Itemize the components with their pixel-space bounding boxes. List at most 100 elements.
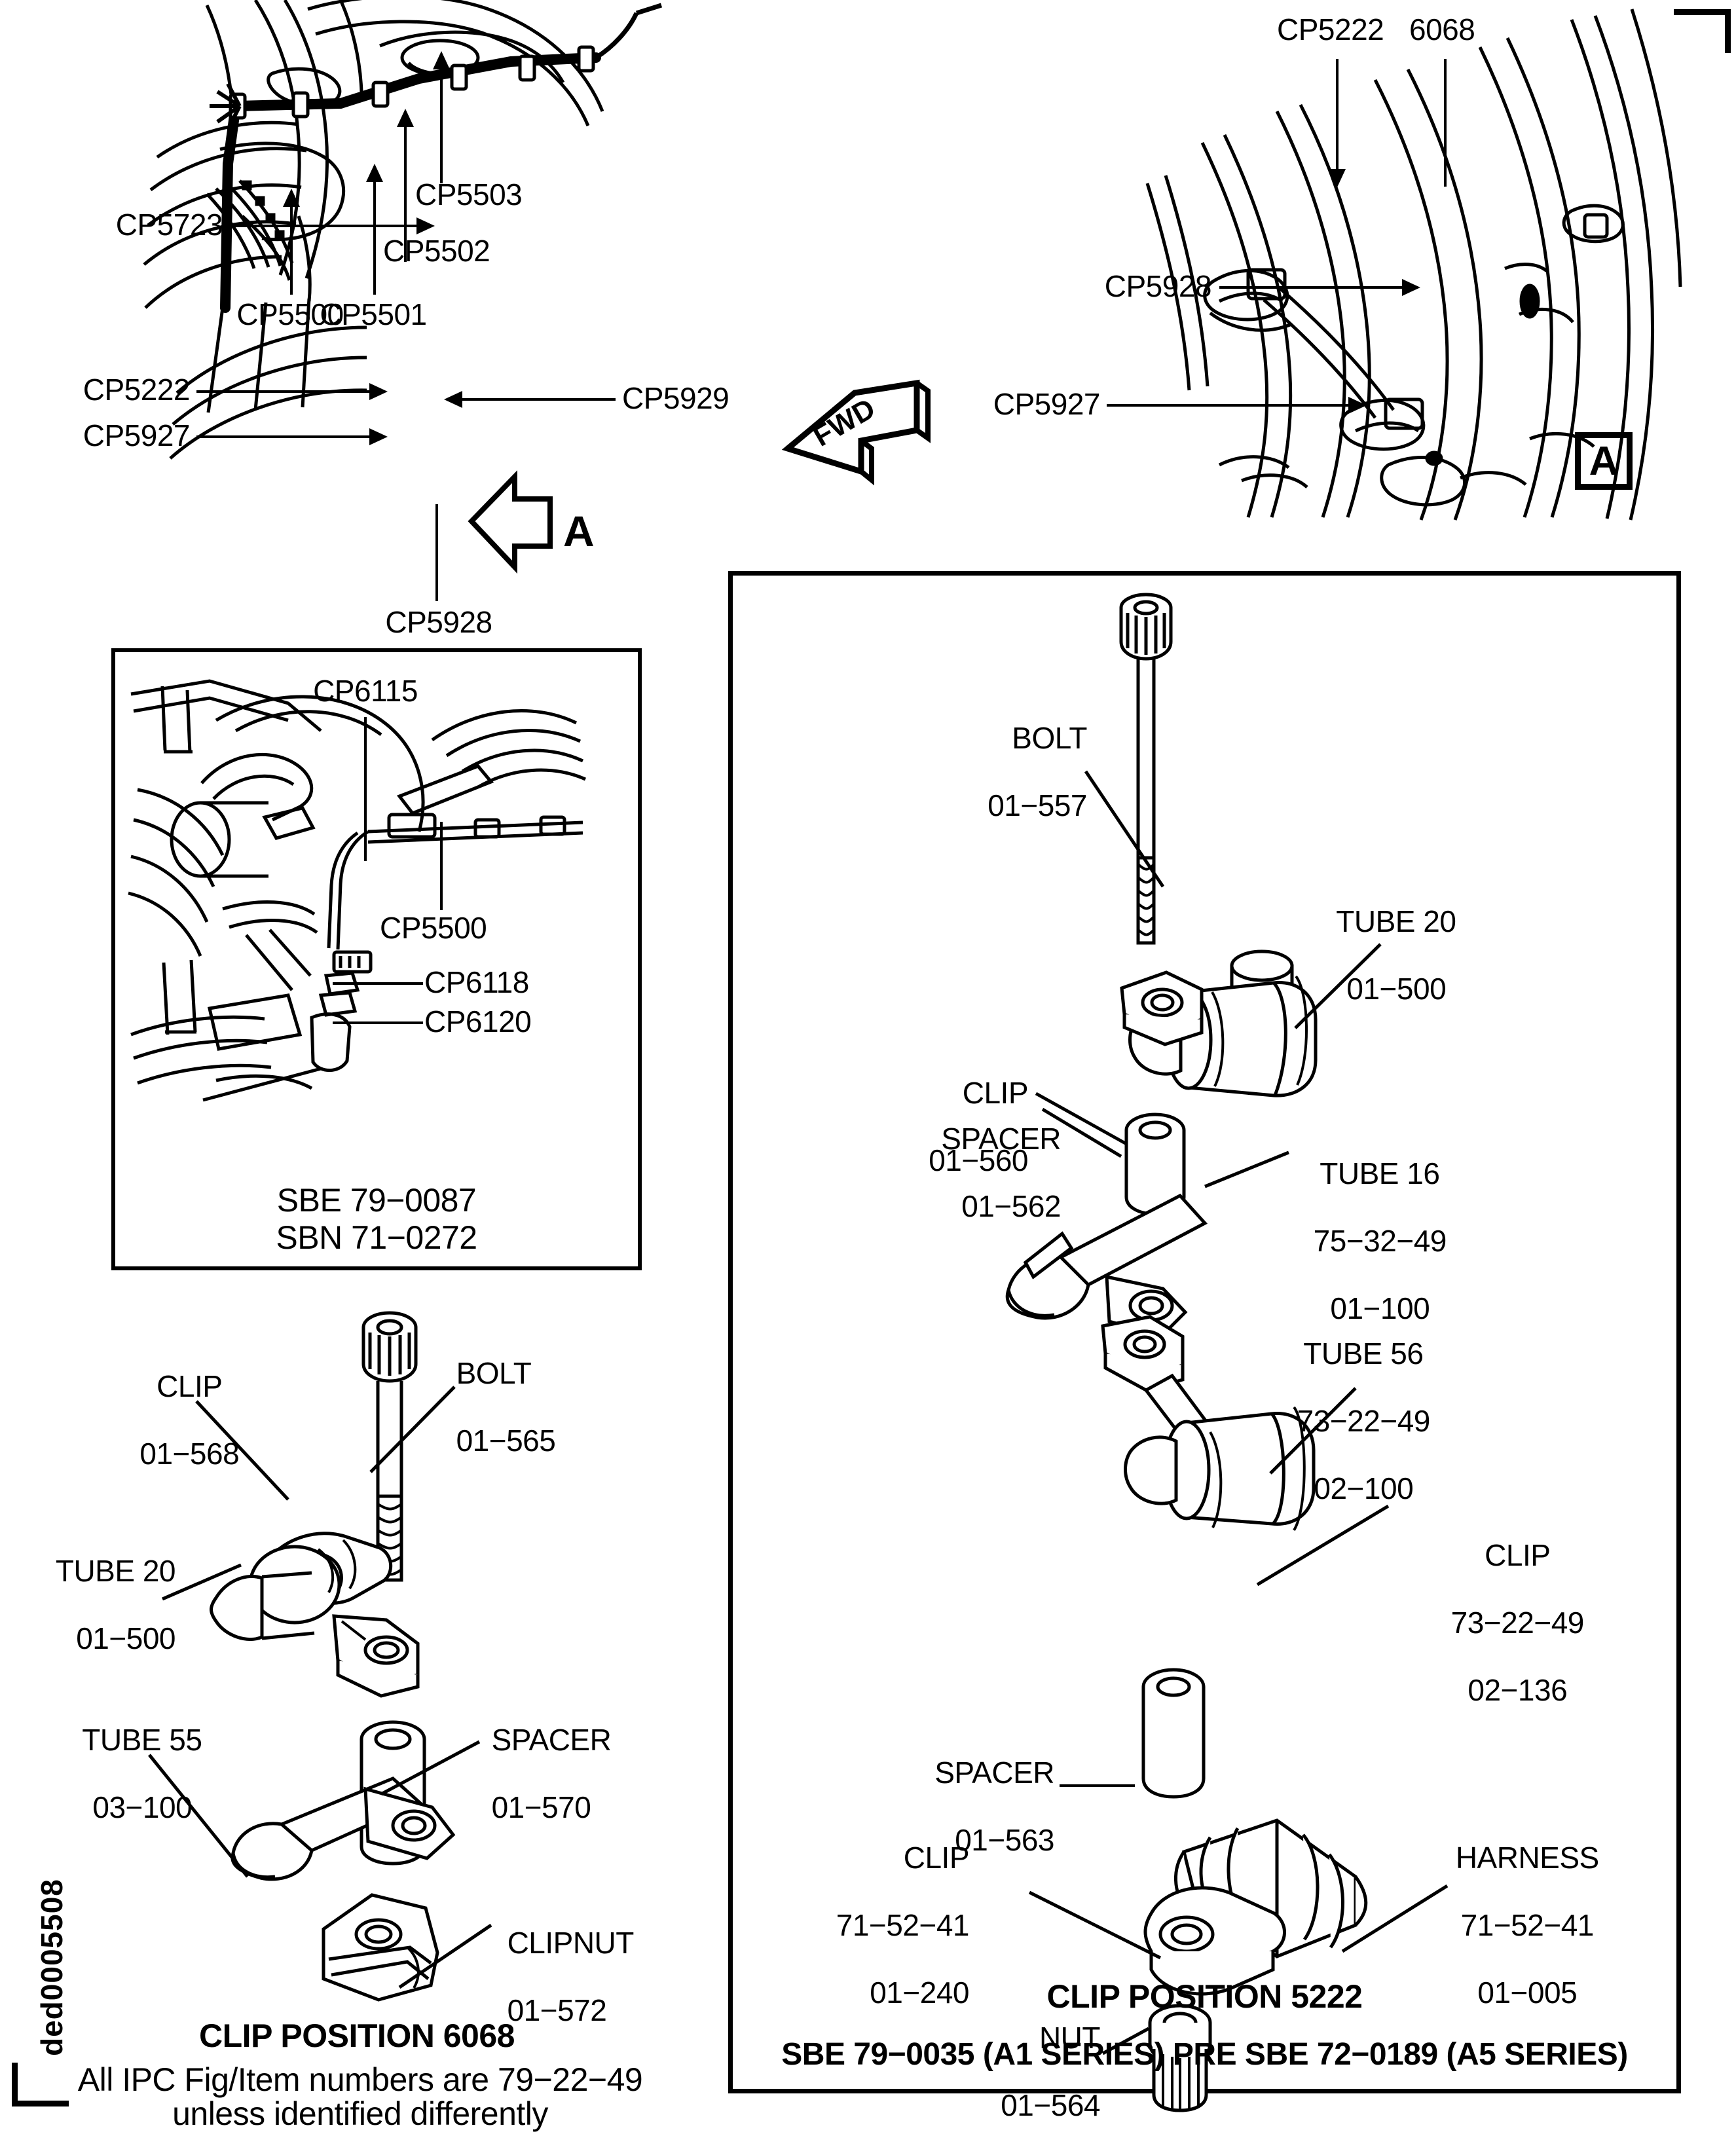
label-line: CLIP [157,1369,223,1403]
label-line: 73−22−49 [1450,1605,1585,1640]
label-line: SPACER [934,1755,1054,1790]
label-tube-55-03-100: TUBE 55 03−100 [39,1689,229,1824]
figure-id-code: ded0005508 [35,1879,69,2056]
label-tube-20-01-500-right: TUBE 20 01−500 [1290,871,1487,1006]
leader-tube-20-left [162,1563,242,1601]
leader-cp5222-left [196,390,373,393]
label-line: 71−52−41 [836,1907,970,1942]
callout-cp5502: CP5502 [383,234,490,268]
leader-cp5500-inset [440,822,443,910]
label-line: 01−240 [870,1975,969,2010]
label-line: 01−572 [507,1993,607,2027]
part-bolt-01-557 [1119,593,1173,945]
leader-clip-01-560 [1035,1092,1129,1147]
leader-harness-01-005 [1341,1884,1449,1953]
label-clip-02-136: CLIP 73−22−49 02−136 [1395,1505,1624,1707]
part-clipnut-01-572 [322,1893,439,2002]
part-clip-01-560-assembly [1120,949,1318,1097]
callout-cp5501: CP5501 [320,297,427,331]
label-bolt-01-557: BOLT 01−557 [910,688,1087,822]
arrow-cp5927-left [369,428,388,445]
fwd-direction-arrow: FWD [781,379,931,486]
arrow-cp5928-right [1402,279,1420,296]
part-tube-16 [1005,1193,1208,1338]
part-clip-01-568-assembly [210,1532,420,1698]
sbe-inset-box [111,648,642,1270]
leader-nut-01-564 [1101,2027,1150,2055]
label-spacer-01-570: SPACER 01−570 [475,1689,612,1824]
exploded-5222-title: CLIP POSITION 5222 [1046,1978,1363,2015]
label-bolt-01-565: BOLT 01−565 [440,1323,556,1458]
label-line: TUBE 20 [1336,904,1456,938]
label-clip-01-240: CLIP 71−52−41 01−240 [773,1807,970,2010]
label-line: 01−570 [491,1790,591,1824]
label-line: 01−005 [1477,1975,1578,2010]
callout-cp5929: CP5929 [622,381,729,415]
leader-clip-01-240 [1028,1890,1162,1960]
label-clip-01-568: CLIP 01−568 [86,1336,276,1471]
detail-arrow-a-left [468,470,553,574]
label-line: TUBE 55 [82,1722,202,1757]
arrow-cp5222-left [369,383,388,400]
leader-cp5928-left [435,504,438,601]
label-line: CLIPNUT [507,1925,635,1960]
callout-cp5503: CP5503 [415,177,523,212]
callout-cp6120: CP6120 [424,1004,532,1039]
label-tube-16: TUBE 16 75−32−49 01−100 [1264,1123,1480,1325]
callout-cp5928-left: CP5928 [385,605,492,639]
label-line: TUBE 20 [55,1553,176,1588]
label-harness-01-005: HARNESS 71−52−41 01−005 [1395,1807,1644,2010]
part-tube-56-assembly [1101,1315,1316,1532]
exploded-6068-title: CLIP POSITION 6068 [199,2017,515,2054]
callout-cp5927-right: CP5927 [993,387,1101,421]
label-line: SPACER [941,1121,1061,1156]
arrow-cp5723 [416,217,435,234]
arrow-cp5500 [283,189,300,207]
label-line: TUBE 56 [1303,1336,1424,1371]
leader-bolt-01-565 [369,1386,456,1473]
exploded-5222-caption: SBE 79−0035 (A1 SERIES) PRE SBE 72−0189 … [781,2037,1628,2072]
detail-marker-a-right: A [1575,432,1633,490]
arrow-cp5927-right [1348,397,1367,414]
callout-cp6115: CP6115 [313,674,418,708]
label-clip-01-560: CLIP 01−560 [851,1042,1028,1177]
right-detail-illustration [1145,9,1682,521]
arrow-cp5501 [366,164,383,182]
leader-cp5501 [373,172,376,295]
label-line: 01−562 [961,1188,1061,1223]
callout-cp5222-right: CP5222 [1277,12,1384,46]
callout-cp5500-inset: CP5500 [380,911,487,945]
label-tube-20-01-500-left: TUBE 20 01−500 [12,1520,176,1655]
label-line: CLIP [1485,1537,1551,1572]
leader-cp5927-left [196,435,373,438]
leader-cp5500 [290,196,293,295]
label-line: 02−100 [1314,1471,1414,1505]
leader-tube-56 [1269,1387,1357,1475]
label-line: 01−565 [456,1423,556,1458]
part-spacer-01-562 [1124,1113,1186,1216]
arrow-cp5222-right [1329,169,1346,187]
label-line: 01−500 [76,1621,175,1655]
leader-cp6120 [333,1021,423,1024]
leader-cp5927-right [1107,404,1352,407]
leader-clip-01-568 [195,1400,289,1501]
label-line: 02−136 [1468,1672,1568,1707]
inset-caption-line1: SBE 79−0087 [276,1182,477,1219]
label-nut-01-564: NUT 01−564 [917,1987,1100,2122]
leader-cp5503 [440,59,443,183]
leader-spacer-01-562 [1041,1107,1122,1158]
leader-cp5502 [404,117,407,262]
label-line: NUT [1039,2020,1101,2055]
general-note-line1: All IPC Fig/Item numbers are 79−22−49 [77,2061,643,2098]
leader-clipnut-01-572 [398,1923,492,1989]
label-line: CLIP [962,1075,1029,1110]
leader-6068 [1444,59,1447,187]
inset-illustration [128,679,587,1102]
leader-cp5222-right [1336,59,1339,170]
leader-bolt-01-557 [1084,770,1165,888]
label-line: CLIP [903,1840,970,1875]
leader-clip-02-136 [1256,1504,1390,1587]
part-tube-55-03-100 [231,1776,456,1881]
label-line: 03−100 [92,1790,193,1824]
arrow-cp5502 [397,109,414,127]
